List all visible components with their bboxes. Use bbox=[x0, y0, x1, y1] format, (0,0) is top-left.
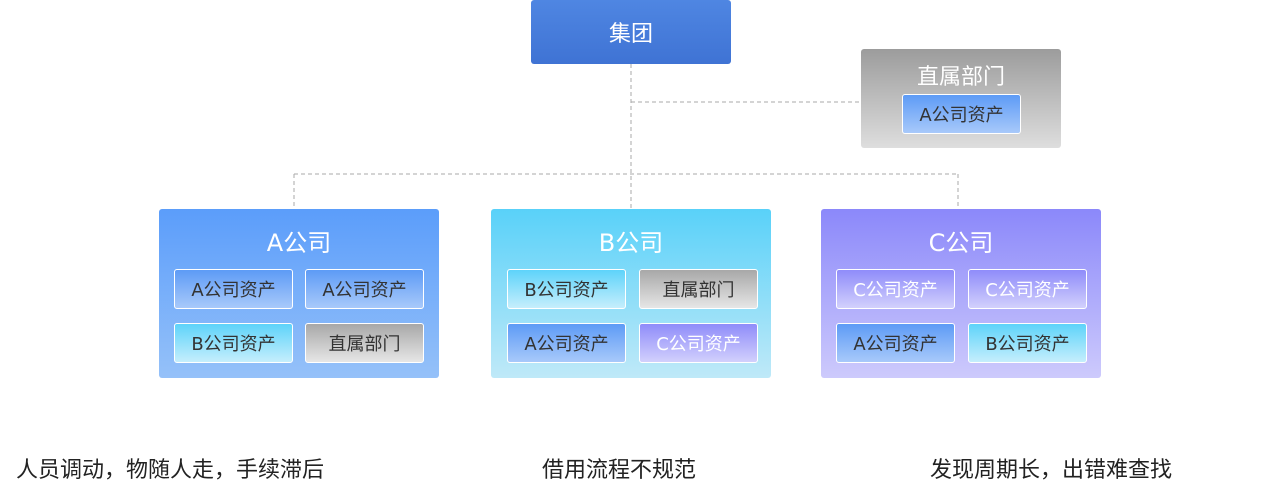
asset-chip: B公司资产 bbox=[174, 323, 293, 363]
direct-dept-asset-chip: A公司资产 bbox=[902, 94, 1021, 134]
caption-detection-cycle: 发现周期长，出错难查找 bbox=[930, 458, 1173, 483]
direct-dept-title: 直属部门 bbox=[916, 65, 1005, 90]
asset-chip: A公司资产 bbox=[305, 269, 424, 309]
company-a-node: A公司 A公司资产 A公司资产 B公司资产 直属部门 bbox=[159, 209, 439, 378]
caption-borrowing-process: 借用流程不规范 bbox=[542, 458, 697, 483]
asset-chip: A公司资产 bbox=[836, 323, 955, 363]
company-b-title: B公司 bbox=[598, 229, 664, 257]
asset-chip: 直属部门 bbox=[639, 269, 758, 309]
asset-chip: B公司资产 bbox=[968, 323, 1087, 363]
asset-chip: C公司资产 bbox=[836, 269, 955, 309]
asset-chip: A公司资产 bbox=[507, 323, 626, 363]
caption-staff-transfer: 人员调动，物随人走，手续滞后 bbox=[16, 458, 325, 483]
group-node: 集团 bbox=[531, 0, 731, 64]
asset-chip: A公司资产 bbox=[174, 269, 293, 309]
asset-chip: C公司资产 bbox=[639, 323, 758, 363]
company-c-title: C公司 bbox=[928, 229, 994, 257]
asset-chip: C公司资产 bbox=[968, 269, 1087, 309]
direct-dept-node: 直属部门 A公司资产 bbox=[861, 49, 1061, 148]
company-a-title: A公司 bbox=[266, 229, 332, 257]
asset-chip: 直属部门 bbox=[305, 323, 424, 363]
company-b-node: B公司 B公司资产 直属部门 A公司资产 C公司资产 bbox=[491, 209, 771, 378]
group-label: 集团 bbox=[608, 22, 653, 47]
company-c-node: C公司 C公司资产 C公司资产 A公司资产 B公司资产 bbox=[821, 209, 1101, 378]
asset-chip: B公司资产 bbox=[507, 269, 626, 309]
